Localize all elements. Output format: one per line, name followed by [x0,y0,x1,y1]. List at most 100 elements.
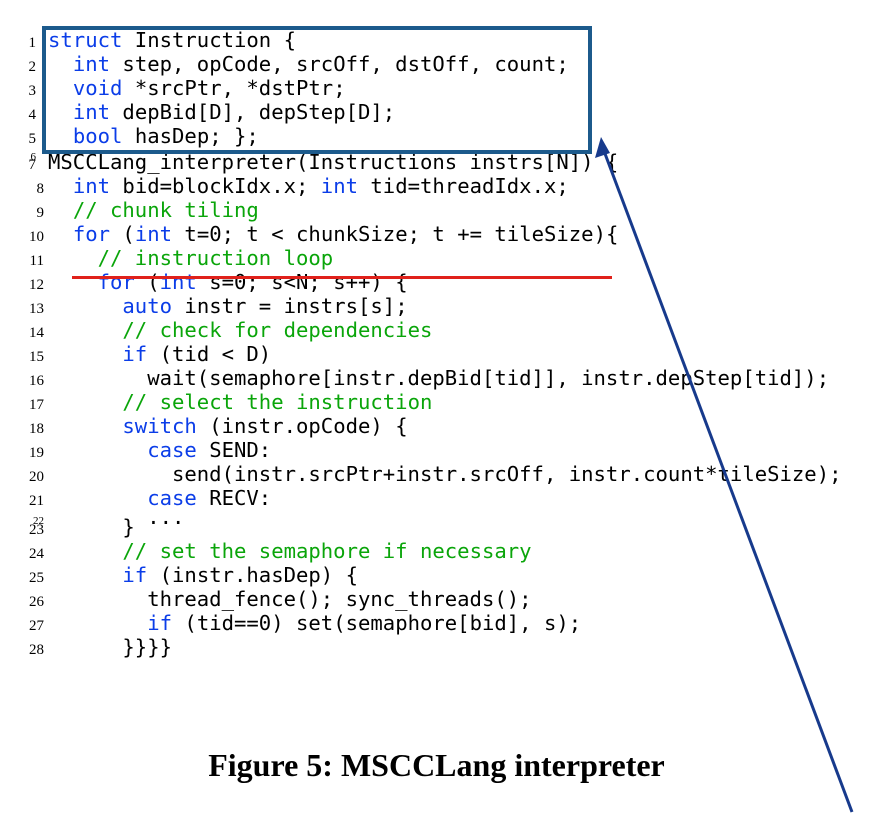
line-number: 20 [29,469,44,485]
line-code: for (int s=0; s<N; s++) { [48,270,408,294]
code-token: thread_fence(); sync_threads(); [48,587,532,611]
code-token: }}}} [48,635,172,659]
code-token: send(instr.srcPtr+instr.srcOff, instr.co… [48,462,842,486]
keyword-token: auto [122,294,173,318]
comment-token: // check for dependencies [122,318,433,342]
keyword-token: for [97,270,135,294]
chunk-tiling-underline [72,276,612,279]
line-code: void *srcPtr, *dstPtr; [48,76,346,100]
line-code: // instruction loop [48,246,334,270]
line-number: 21 [29,493,44,509]
line-number: 3 [28,83,37,99]
line-code: int bid=blockIdx.x; int tid=threadIdx.x; [48,174,569,198]
code-token: (tid < D) [147,342,272,366]
line-number: 9 [36,205,45,221]
keyword-token: int [320,174,358,198]
line-number: 18 [29,421,44,437]
line-code: int depBid[D], depStep[D]; [48,100,395,124]
line-number: 10 [29,229,44,245]
keyword-token: case [147,438,197,462]
comment-token: // chunk tiling [72,198,259,222]
code-token: depBid[D], depStep[D]; [110,100,396,124]
line-number: 19 [29,445,44,461]
line-code: case SEND: [48,438,271,462]
arrow-head-icon [595,137,610,158]
code-token: wait(semaphore[instr.depBid[tid]], instr… [48,366,830,390]
line-code: for (int t=0; t < chunkSize; t += tileSi… [48,222,619,246]
line-code: int step, opCode, srcOff, dstOff, count; [48,52,569,76]
code-token: SEND: [196,438,272,462]
code-token: instr = instrs[s]; [172,294,408,318]
line-number: 8 [36,181,45,197]
line-code: if (instr.hasDep) { [48,563,358,587]
keyword-token: if [122,342,148,366]
keyword-token: bool [72,124,123,148]
comment-token: // set the semaphore if necessary [122,539,532,563]
keyword-token: void [72,76,123,100]
line-number: 25 [29,570,44,586]
line-number: 4 [28,107,37,123]
line-code: // chunk tiling [48,198,259,222]
line-code: ... [48,505,184,529]
comment-token: // select the instruction [122,390,433,414]
line-code: send(instr.srcPtr+instr.srcOff, instr.co… [48,462,842,486]
code-token: (instr.opCode) { [196,414,408,438]
keyword-token: struct [48,28,123,52]
line-number: 26 [29,594,44,610]
line-code: auto instr = instrs[s]; [48,294,408,318]
code-token: (tid==0) set(semaphore[bid], s); [172,611,582,635]
figure-caption: Figure 5: MSCCLang interpreter [208,747,665,783]
line-number: 27 [29,618,44,634]
code-token: hasDep; }; [122,124,259,148]
keyword-token: int [72,174,111,198]
line-code: if (tid==0) set(semaphore[bid], s); [48,611,581,635]
line-code: // set the semaphore if necessary [48,539,532,563]
line-number: 2 [28,59,37,75]
line-number: 11 [29,253,44,269]
struct-highlight-box [42,26,592,154]
keyword-token: for [72,222,111,246]
code-token: ... [48,505,185,529]
line-code: thread_fence(); sync_threads(); [48,587,532,611]
line-number: 28 [29,642,44,658]
line-code: switch (instr.opCode) { [48,414,408,438]
comment-token: // instruction loop [97,246,334,270]
code-token: (instr.hasDep) { [147,563,358,587]
code-token: *srcPtr, *dstPtr; [122,76,346,100]
line-code: if (tid < D) [48,342,271,366]
keyword-token: case [147,486,197,510]
keyword-token: int [159,270,197,294]
code-token: ( [110,222,135,246]
line-number: 12 [29,277,44,293]
line-number: 6 [30,151,37,163]
line-number: 1 [28,35,37,51]
code-token: tid=threadIdx.x; [358,174,569,198]
code-token: Instruction { [122,28,296,52]
line-code: // check for dependencies [48,318,432,342]
keyword-token: int [72,100,111,124]
line-number: 23 [29,522,44,538]
code-token: MSCCLang_interpreter(Instructions instrs… [48,150,619,174]
line-number: 17 [29,397,44,413]
code-token: step, opCode, srcOff, dstOff, count; [110,52,569,76]
line-code: case RECV: [48,486,271,510]
line-code: MSCCLang_interpreter(Instructions instrs… [48,150,618,174]
line-number: 5 [28,131,37,147]
keyword-token: int [134,222,173,246]
line-code: } [48,515,134,539]
code-token: bid=blockIdx.x; [110,174,321,198]
line-code: bool hasDep; }; [48,124,259,148]
line-number: 7 [28,157,37,173]
arrow-line [599,142,854,813]
keyword-token: switch [122,414,197,438]
line-number: 15 [29,349,44,365]
keyword-token: int [72,52,111,76]
code-token: t=0; t < chunkSize; t += tileSize){ [172,222,619,246]
line-number: 16 [29,373,44,389]
line-number: 24 [29,546,44,562]
line-code: struct Instruction { [48,28,296,52]
code-token: RECV: [196,486,272,510]
line-code: }}}} [48,635,172,659]
